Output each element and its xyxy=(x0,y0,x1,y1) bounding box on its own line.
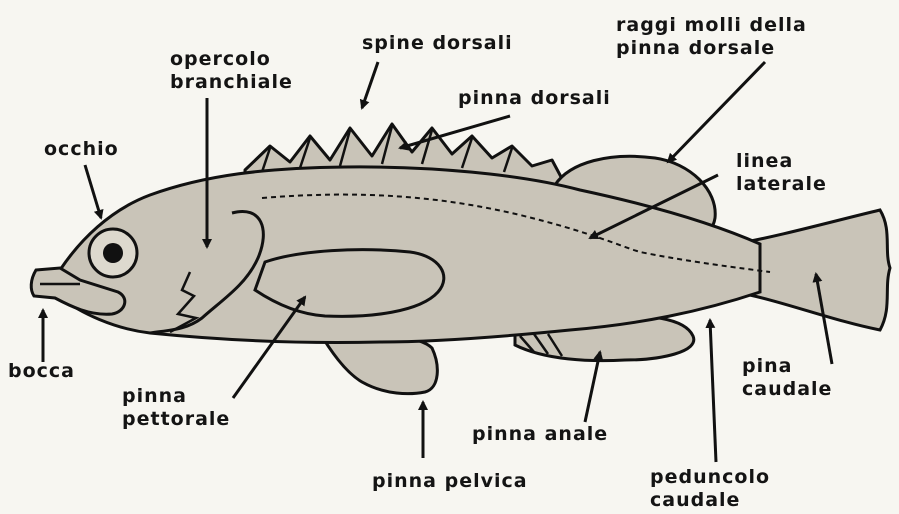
label-pinna-anale: pinna anale xyxy=(472,423,608,446)
label-occhio: occhio xyxy=(44,138,119,161)
eye xyxy=(89,229,137,277)
label-pinna-dorsali: pinna dorsali xyxy=(458,87,611,110)
label-spine-dorsali: spine dorsali xyxy=(362,32,513,55)
pectoral-fin xyxy=(255,250,444,317)
label-bocca: bocca xyxy=(8,360,75,383)
label-pinna-pelvica: pinna pelvica xyxy=(372,470,528,493)
